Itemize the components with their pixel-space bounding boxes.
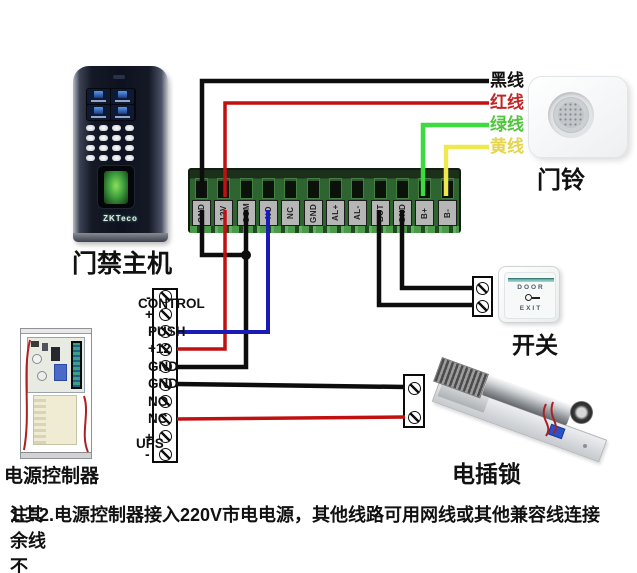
panel-speaker-slot-icon: [113, 75, 125, 79]
exit-switch-door-text: DOOR: [517, 284, 545, 291]
wire-black-com-to-gnd: [177, 210, 249, 370]
power-group-label-control: CONTROL: [138, 296, 205, 311]
power-controller-label: 电源控制器: [4, 466, 100, 487]
exit-switch-label: 开关: [512, 332, 558, 358]
screen-menu-icon: [87, 89, 110, 104]
keypad-button-icon: [125, 135, 134, 141]
wire-red-nc-to-lock: [176, 415, 406, 421]
terminal-label-al+: AL+: [325, 200, 345, 226]
terminal-slot: [194, 178, 208, 199]
terminal-label-gnd: GND: [303, 200, 323, 226]
key-icon: [525, 294, 541, 302]
power-row-label-no: NO: [148, 393, 169, 409]
wire-black-gnd-to-lock: [176, 381, 406, 390]
keypad-button-icon: [99, 125, 108, 131]
screw-terminal-icon: [158, 342, 172, 356]
screw-terminal-icon: [158, 290, 172, 304]
power-group-label-ups: UPS: [136, 436, 164, 451]
keypad-button-icon: [112, 145, 121, 151]
keypad-button-icon: [86, 145, 95, 151]
terminal-label-al-: AL-: [348, 200, 368, 226]
power-row-label--: -: [145, 446, 150, 463]
psu-transformer: [33, 395, 77, 445]
wire-junction-dot: [241, 250, 251, 260]
power-row-label-push: PUSH: [148, 323, 186, 339]
screen-menu-icon: [87, 105, 110, 120]
power-row-label-gnd: GND: [148, 358, 178, 374]
terminal-slot: [373, 178, 387, 199]
brand-logo: ZKTeco: [103, 214, 138, 223]
terminal-label-but: BUT: [370, 200, 390, 226]
terminal-slot: [328, 178, 342, 199]
terminal-block-edge: [190, 226, 459, 233]
terminal-label-b-: B-: [437, 200, 457, 226]
keypad-button-icon: [99, 145, 108, 151]
fingerprint-sensor: [97, 165, 135, 209]
terminal-label-gnd: GND: [393, 200, 413, 226]
terminal-label-12v: 12V: [214, 200, 234, 226]
screw-terminal-icon: [475, 299, 489, 313]
terminal-slot: [440, 178, 454, 199]
wire-label: 黑线: [490, 71, 524, 90]
keypad-button-icon: [125, 145, 134, 151]
electric-lock-label: 电插锁: [452, 461, 521, 487]
terminal-label-b+: B+: [415, 200, 435, 226]
power-row-label-+12: +12: [148, 341, 171, 357]
keypad-button-icon: [86, 135, 95, 141]
screw-terminal-icon: [407, 381, 421, 395]
keypad-button-icon: [112, 135, 121, 141]
screw-terminal-icon: [158, 360, 172, 374]
terminal-label-nc: NC: [281, 200, 301, 226]
doorbell-device: [528, 76, 628, 158]
keypad-button-icon: [99, 155, 108, 161]
panel-base: [73, 233, 168, 242]
screw-terminal-icon: [475, 281, 489, 295]
exit-switch-exit-text: EXIT: [519, 305, 543, 312]
screw-terminal-icon: [158, 377, 172, 391]
wire-label: 红线: [490, 93, 524, 112]
terminal-slot: [217, 178, 231, 199]
terminal-slot: [306, 178, 320, 199]
keypad-button-icon: [86, 125, 95, 131]
wire-label: 黄线: [490, 137, 524, 156]
terminal-slot: [418, 178, 432, 199]
keypad-button-icon: [112, 125, 121, 131]
panel-screen: [86, 88, 136, 121]
terminal-label-gnd: GND: [191, 200, 211, 226]
access-panel-device: ZKTeco: [73, 66, 168, 242]
keypad-button-icon: [99, 135, 108, 141]
terminal-label-no: NO: [258, 200, 278, 226]
exit-switch-device: DOOR EXIT: [498, 266, 560, 323]
keypad-button-icon: [112, 155, 121, 161]
access-panel-label: 门禁主机: [72, 250, 173, 278]
terminal-slot: [261, 178, 275, 199]
screen-menu-icon: [111, 105, 134, 120]
screw-terminal-icon: [158, 395, 172, 409]
terminal-slot: [351, 178, 365, 199]
screw-terminal-icon: [407, 410, 421, 424]
terminal-slot: [284, 178, 298, 199]
screw-terminal-icon: [158, 307, 172, 321]
electric-lock-bolt-end: [570, 401, 593, 424]
terminal-slot: [396, 178, 410, 199]
power-row-label-+: +: [145, 306, 154, 323]
screw-terminal-icon: [158, 325, 172, 339]
power-row-label---: --: [146, 288, 151, 321]
note-line-2: 2.电源控制器接入220V市电电源，其他线路可用网线或其他兼容线连接: [39, 505, 601, 525]
power-row-label-+: +: [145, 428, 154, 445]
doorbell-label: 门铃: [537, 167, 585, 194]
wire-label: 绿线: [490, 115, 524, 134]
power-row-label-gnd: GND: [148, 376, 178, 392]
screen-menu-icon: [111, 89, 134, 104]
panel-keypad: [86, 125, 140, 165]
terminal-label-com: COM: [236, 200, 256, 226]
screw-terminal-icon: [158, 430, 172, 444]
power-row-label-nc: NC: [148, 411, 168, 427]
keypad-button-icon: [125, 155, 134, 161]
screw-terminal-icon: [158, 447, 172, 461]
keypad-button-icon: [86, 155, 95, 161]
screw-terminal-icon: [158, 412, 172, 426]
terminal-slot: [239, 178, 253, 199]
keypad-button-icon: [125, 125, 134, 131]
